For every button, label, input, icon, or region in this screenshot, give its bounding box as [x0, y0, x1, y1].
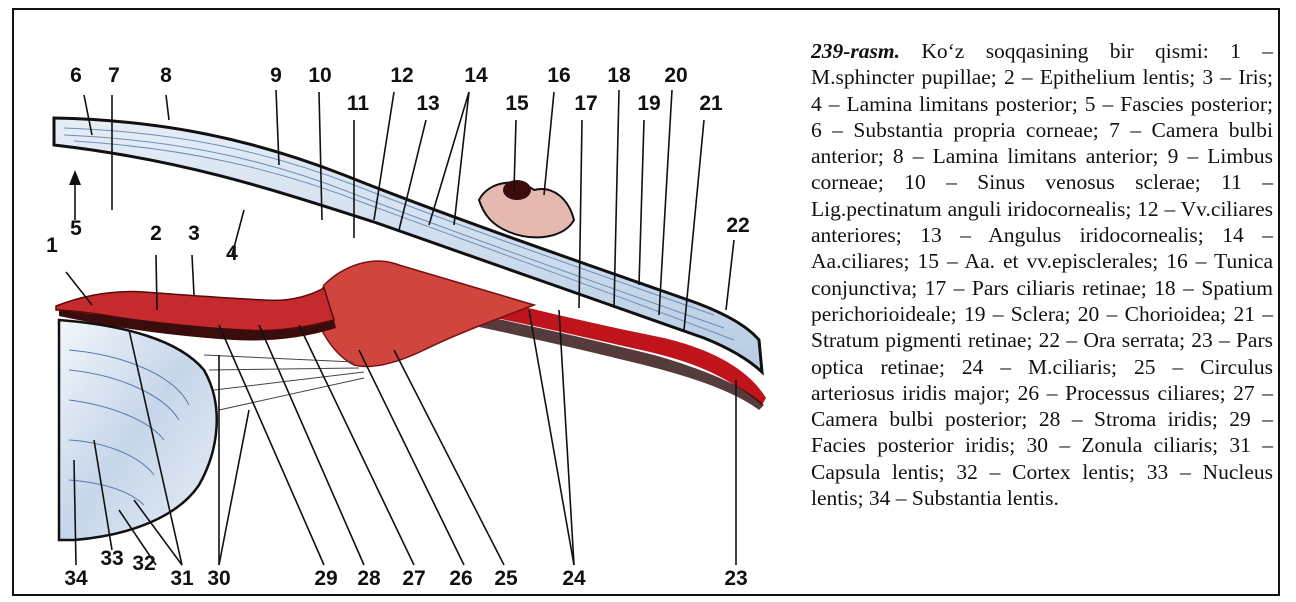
label-6: 6: [70, 64, 82, 87]
label-9: 9: [270, 64, 282, 87]
figure-caption: 239-rasm. Ko‘z soqqasining bir qismi: 1 …: [811, 38, 1273, 511]
label-31: 31: [170, 567, 194, 590]
label-16: 16: [547, 64, 570, 87]
label-10: 10: [308, 64, 331, 87]
label-3: 3: [188, 222, 200, 245]
label-22: 22: [726, 214, 749, 237]
label-11: 11: [347, 92, 370, 115]
label-24: 24: [562, 567, 586, 590]
label-21: 21: [699, 92, 723, 115]
label-25: 25: [494, 567, 518, 590]
eye-anatomy-diagram: 6 7 8 9 10 11 12 13 14 15 16 17 18 19 20…: [14, 10, 794, 598]
label-30: 30: [207, 567, 230, 590]
label-27: 27: [402, 567, 425, 590]
label-12: 12: [390, 64, 413, 87]
label-23: 23: [724, 567, 747, 590]
label-17: 17: [574, 92, 597, 115]
figure-frame: 6 7 8 9 10 11 12 13 14 15 16 17 18 19 20…: [12, 8, 1280, 596]
figure-number: 239-rasm.: [811, 39, 900, 63]
label-32: 32: [132, 552, 155, 575]
label-29: 29: [314, 567, 337, 590]
label-1: 1: [46, 234, 58, 257]
label-8: 8: [160, 64, 172, 87]
label-20: 20: [664, 64, 687, 87]
label-13: 13: [416, 92, 439, 115]
label-4: 4: [226, 242, 238, 265]
label-19: 19: [637, 92, 660, 115]
label-26: 26: [449, 567, 472, 590]
caption-title: Ko‘z soqqasining bir qismi:: [921, 39, 1208, 63]
label-33: 33: [100, 547, 123, 570]
label-34: 34: [64, 567, 88, 590]
lens: [59, 320, 217, 540]
ciliary-body: [314, 261, 534, 366]
label-2: 2: [150, 222, 162, 245]
episcleral-vessel: [503, 180, 531, 200]
label-15: 15: [505, 92, 529, 115]
arrow-5: [69, 170, 81, 185]
label-18: 18: [607, 64, 631, 87]
label-28: 28: [357, 567, 381, 590]
label-5: 5: [70, 217, 82, 240]
label-14: 14: [464, 64, 488, 87]
caption-body: 1 – M.sphincter pupillae; 2 – Epithelium…: [811, 39, 1273, 510]
label-7: 7: [108, 64, 120, 87]
